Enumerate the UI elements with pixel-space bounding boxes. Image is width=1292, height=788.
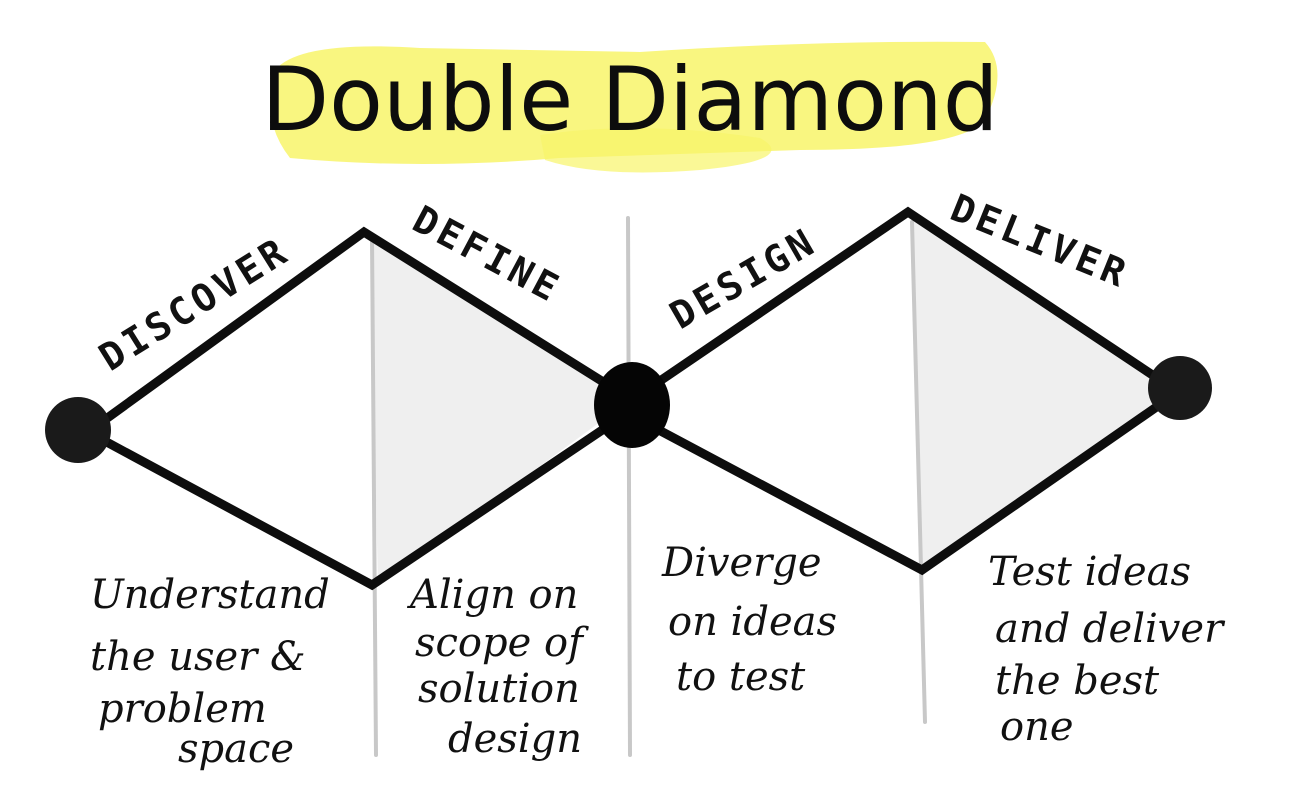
- description-line: design: [448, 716, 582, 762]
- deliver-shade: [912, 218, 1180, 570]
- end-node: [1148, 356, 1212, 420]
- phase-description-discover: Understand the user & problem space: [90, 572, 330, 772]
- description-line: on ideas: [668, 599, 837, 645]
- divider-design-deliver: [910, 220, 927, 724]
- middle-node: [594, 362, 670, 448]
- description-line: Align on: [406, 572, 578, 618]
- description-line: the best: [995, 658, 1160, 704]
- description-line: to test: [676, 654, 806, 700]
- title-highlight: [270, 41, 998, 173]
- phase-description-deliver: Test ideas and deliver the best one: [988, 549, 1226, 750]
- description-line: scope of: [415, 620, 589, 666]
- diagram-title: Double Diamond: [261, 48, 998, 151]
- define-shade: [370, 238, 630, 585]
- divider-define-design: [626, 216, 632, 757]
- divider-discover-define: [370, 236, 378, 757]
- phase-description-define: Align on scope of solution design: [406, 572, 589, 762]
- description-line: solution: [418, 666, 580, 712]
- description-line: and deliver: [995, 606, 1226, 652]
- description-line: Understand: [90, 572, 330, 618]
- phase-description-design: Diverge on ideas to test: [661, 540, 837, 700]
- description-line: the user &: [90, 634, 306, 680]
- description-line: one: [1000, 704, 1074, 750]
- start-node: [45, 397, 111, 463]
- description-line: problem: [98, 686, 267, 732]
- description-line: space: [178, 726, 294, 772]
- description-line: Diverge: [661, 540, 822, 586]
- description-line: Test ideas: [988, 549, 1191, 595]
